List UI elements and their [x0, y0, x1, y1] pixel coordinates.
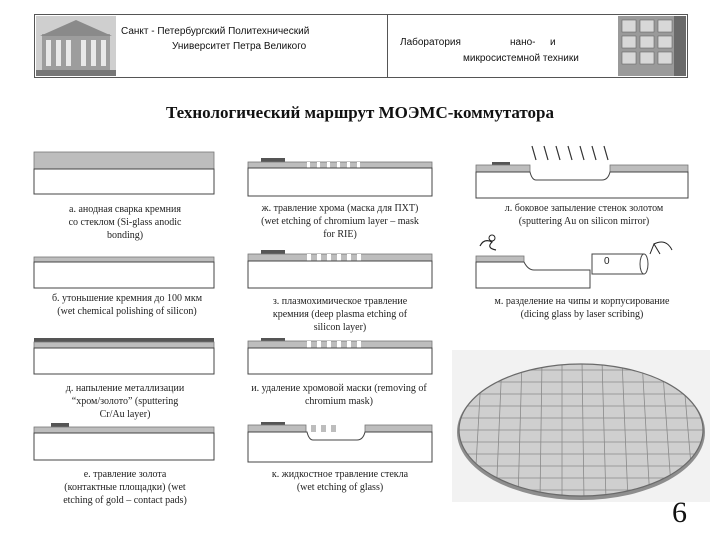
diagram-mask-removal: [247, 336, 433, 381]
page-title: Технологический маршрут МОЭМС-коммутатор…: [165, 103, 555, 122]
university-name-line1: Санкт - Петербургский Политехнический: [121, 26, 310, 37]
lab-name-word3: и: [550, 37, 556, 48]
page-number: 6: [672, 496, 687, 529]
caption-step-e: ж. травление хрома (маска для ПХТ) (wet …: [261, 203, 419, 240]
diagram-au-sidewall-sputtering: [474, 142, 690, 205]
diagram-glass-etching: [247, 420, 433, 469]
header-divider: [387, 14, 388, 78]
diagram-chromium-etching: [247, 156, 433, 203]
diagram-dicing-packaging: 0: [474, 224, 690, 295]
caption-step-a: а. анодная сварка кремния со стеклом (Si…: [68, 204, 182, 241]
university-building-logo: [36, 16, 116, 76]
caption-step-b: б. утоньшение кремния до 100 мкм (wet ch…: [51, 293, 203, 317]
microchip-photo: [618, 16, 686, 76]
wafer-photo: [452, 350, 710, 502]
lab-name-word1: Лаборатория: [400, 37, 461, 48]
caption-step-d: е. травление золота (контактные площадки…: [63, 469, 187, 506]
university-name-line2: Университет Петра Великого: [172, 41, 307, 52]
caption-step-j: м. разделение на чипы и корпусирование (…: [494, 296, 670, 320]
caption-step-i: л. боковое запыление стенок золотом (spu…: [504, 203, 664, 227]
header-frame: [34, 14, 688, 78]
caption-step-g: и. удаление хромовой маски (removing of …: [251, 383, 427, 407]
caption-step-h: к. жидкостное травление стекла (wet etch…: [271, 469, 409, 493]
lab-name-word2: нано-: [510, 37, 536, 48]
diagram-metal-sputtering: [33, 336, 215, 381]
caption-step-f: з. плазмохимическое травление кремния (d…: [272, 296, 408, 333]
diagram-anodic-bonding: [33, 150, 215, 201]
diagram-gold-etching: [33, 420, 215, 467]
fiber-label: 0: [604, 256, 610, 267]
diagram-silicon-thinning: [33, 256, 215, 295]
caption-step-c: д. напыление металлизации “хром/золото” …: [65, 383, 185, 420]
lab-name-line2: микросистемной техники: [463, 53, 579, 64]
diagram-plasma-etching: [247, 248, 433, 295]
